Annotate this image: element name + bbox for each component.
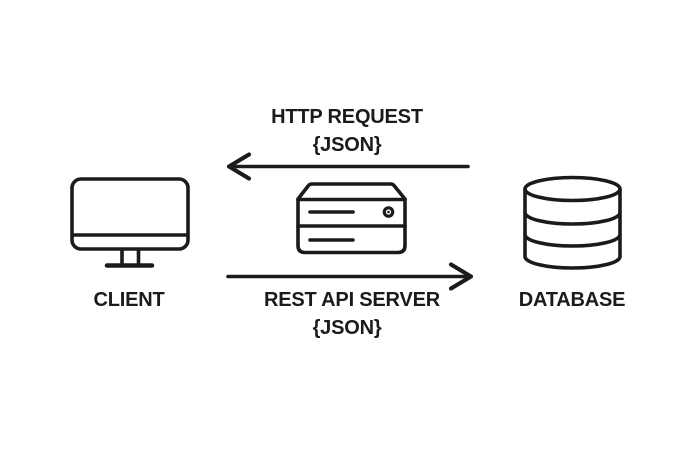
rest-api-payload-label: {JSON} [312, 317, 382, 339]
server-led-icon [382, 206, 395, 218]
client-label: CLIENT [93, 289, 165, 311]
database-label: DATABASE [518, 289, 626, 311]
rest-api-arrow [226, 262, 474, 291]
http-request-label: HTTP REQUEST [271, 106, 423, 128]
http-request-payload-label: {JSON} [312, 134, 382, 156]
database-icon [523, 175, 622, 270]
monitor-icon [70, 177, 190, 268]
http-request-arrow [226, 152, 470, 181]
server-icon [296, 182, 407, 255]
rest-api-server-label: REST API SERVER [264, 289, 440, 311]
